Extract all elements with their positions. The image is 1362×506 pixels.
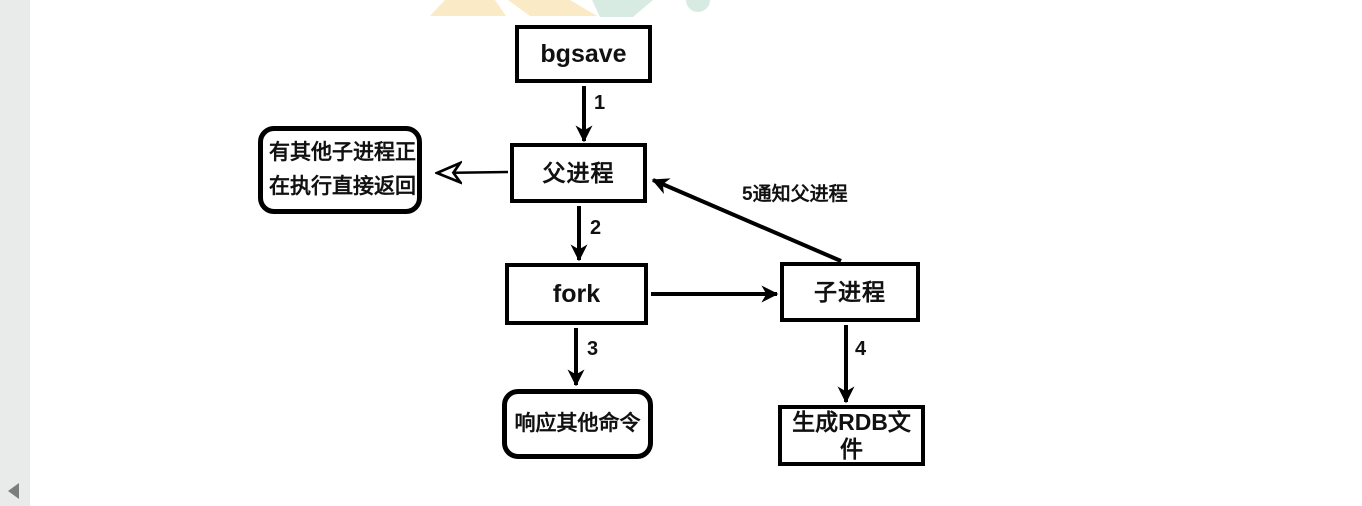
arrow-parent-to-busy-return (437, 172, 509, 173)
node-child-label: 子进程 (814, 278, 886, 305)
arrow-child-notify-parent (651, 178, 842, 263)
watermark-shape-icon (592, 0, 653, 17)
edge-label-step2: 2 (590, 217, 602, 239)
watermark-shape-icon (508, 0, 597, 16)
node-respond-label: 响应其他命令 (514, 411, 641, 435)
watermark-shape-icon (686, 0, 710, 12)
watermark-logo-fragment (430, 0, 710, 17)
node-rdb-label: 生成RDB文件 (792, 409, 911, 462)
node-fork: fork (505, 263, 648, 325)
node-generate-rdb-file: 生成RDB文件 (778, 405, 925, 466)
node-bgsave: bgsave (515, 25, 652, 83)
node-respond-other-commands: 响应其他命令 (502, 389, 653, 459)
node-parent-process: 父进程 (510, 143, 647, 203)
node-busy-line1: 有其他子进程正 (269, 141, 416, 165)
node-fork-label: fork (552, 279, 601, 308)
node-busy-return: 有其他子进程正 在执行直接返回 (258, 126, 422, 214)
watermark-shape-icon (430, 0, 506, 16)
edge-label-step1: 1 (594, 92, 606, 114)
back-arrow-icon[interactable] (8, 483, 19, 499)
edge-label-step3: 3 (587, 338, 599, 360)
edge-label-step4: 4 (855, 338, 867, 360)
node-bgsave-label: bgsave (540, 39, 627, 68)
node-parent-label: 父进程 (542, 159, 615, 186)
node-child-process: 子进程 (780, 262, 920, 322)
node-busy-line2: 在执行直接返回 (269, 174, 416, 198)
edge-label-step5-notify-parent: 5通知父进程 (742, 184, 848, 205)
left-scroll-gutter[interactable] (0, 0, 30, 506)
